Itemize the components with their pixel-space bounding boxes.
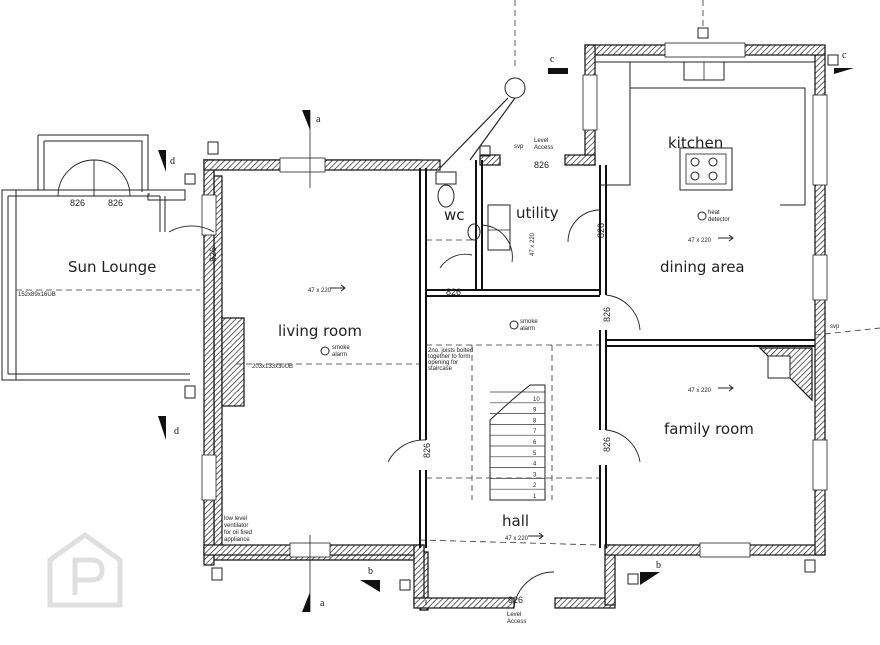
dim-living-door: 826: [208, 247, 218, 262]
svg-text:appliance: appliance: [224, 537, 250, 543]
section-b-left: b: [368, 566, 373, 577]
svp-pipe: [184, 27, 839, 591]
heat-detector: heat detector: [697, 210, 730, 223]
section-a-top: a: [316, 114, 321, 125]
svg-text:staircase: staircase: [428, 366, 453, 372]
room-utility: utility: [516, 204, 559, 222]
joist-arrows: [330, 234, 734, 540]
dim-sun-door-left: 826: [70, 198, 85, 208]
sun-lounge-structure: [1, 134, 200, 381]
stair-number: 2: [533, 483, 537, 489]
level-access-top: Level Access: [534, 138, 553, 151]
svg-text:Access: Access: [534, 145, 553, 151]
level-access-bottom: Level Access: [507, 612, 526, 625]
stair-number: 6: [533, 440, 537, 446]
svg-text:ventilator: ventilator: [224, 523, 248, 529]
dim-dining-door: 826: [602, 307, 612, 322]
beam-living: 203x133x30UB: [252, 364, 293, 370]
wc-fittings: [426, 171, 511, 251]
stair-number: 8: [533, 418, 537, 424]
section-c-right: c: [842, 50, 847, 61]
joist-family: 47 x 220: [688, 388, 712, 394]
joists-note: 2no. joists bolted together to form open…: [428, 348, 473, 372]
stair-number: 7: [533, 429, 537, 435]
stair-number: 9: [533, 408, 537, 414]
dim-sun-door-right: 826: [108, 198, 123, 208]
dim-kitchen-door: 826: [596, 223, 606, 238]
svg-text:smoke: smoke: [520, 319, 538, 325]
smoke-alarm-hall: smoke alarm: [509, 319, 538, 332]
vent-note: low level ventilator for oil fired appli…: [224, 516, 252, 543]
svg-text:together to form: together to form: [428, 354, 470, 360]
smoke-alarm-living: smoke alarm: [320, 345, 350, 358]
dim-family-door: 826: [602, 437, 612, 452]
stair-steps: 10 9 8 7 6 5 4 3 2 1: [490, 391, 545, 500]
section-a-bottom: a: [320, 598, 325, 609]
svg-text:Access: Access: [507, 619, 526, 625]
dim-hall-left-door: 826: [422, 443, 432, 458]
section-b-right: b: [656, 560, 661, 571]
dim-wc-door: 826: [446, 287, 461, 297]
svg-text:2no. joists bolted: 2no. joists bolted: [428, 348, 473, 354]
stair-number: 5: [533, 451, 537, 457]
svg-text:smoke: smoke: [332, 345, 350, 351]
joist-utility: 47 x 220: [530, 232, 536, 256]
stair-number: 4: [533, 462, 537, 468]
kitchen-units: [595, 61, 815, 206]
svg-text:Level: Level: [534, 138, 548, 144]
joist-dining: 47 x 220: [688, 238, 712, 244]
section-d-bottom: d: [174, 426, 179, 437]
section-markers: [158, 68, 854, 612]
svg-text:detector: detector: [708, 217, 730, 223]
svp-label-top: svp: [514, 144, 524, 150]
room-family-room: family room: [664, 420, 754, 438]
room-living-room: living room: [278, 322, 362, 340]
svg-text:for oil fired: for oil fired: [224, 530, 252, 536]
section-c-left: c: [550, 54, 555, 65]
external-walls: [201, 42, 828, 611]
joist-living: 47 x 220: [308, 288, 332, 294]
watermark-logo: [47, 531, 123, 608]
beam-sun: 152x89x16UB: [18, 292, 56, 298]
svg-text:opening for: opening for: [428, 360, 458, 366]
svg-text:alarm: alarm: [520, 326, 535, 332]
dim-front-door: 926: [508, 595, 523, 605]
room-kitchen: kitchen: [668, 134, 723, 152]
svg-text:Level: Level: [507, 612, 521, 618]
svg-text:heat: heat: [708, 210, 720, 216]
room-hall: hall: [502, 512, 529, 530]
dim-utility-door: 826: [534, 160, 549, 170]
svg-text:low level: low level: [224, 516, 247, 522]
room-sun-lounge: Sun Lounge: [68, 258, 156, 276]
stair-number: 1: [533, 494, 537, 500]
stair-number: 3: [533, 472, 537, 478]
beam-lines: [236, 0, 880, 546]
svp-label-right: svp: [830, 324, 840, 330]
room-wc: wc: [444, 206, 465, 224]
stair-number: 10: [533, 397, 540, 403]
staircase: [426, 344, 600, 501]
section-d-top: d: [170, 156, 175, 167]
svg-text:alarm: alarm: [332, 352, 347, 358]
joist-hall: 47 x 220: [505, 536, 529, 542]
door-swings: [168, 209, 641, 609]
room-dining-area: dining area: [660, 258, 745, 276]
